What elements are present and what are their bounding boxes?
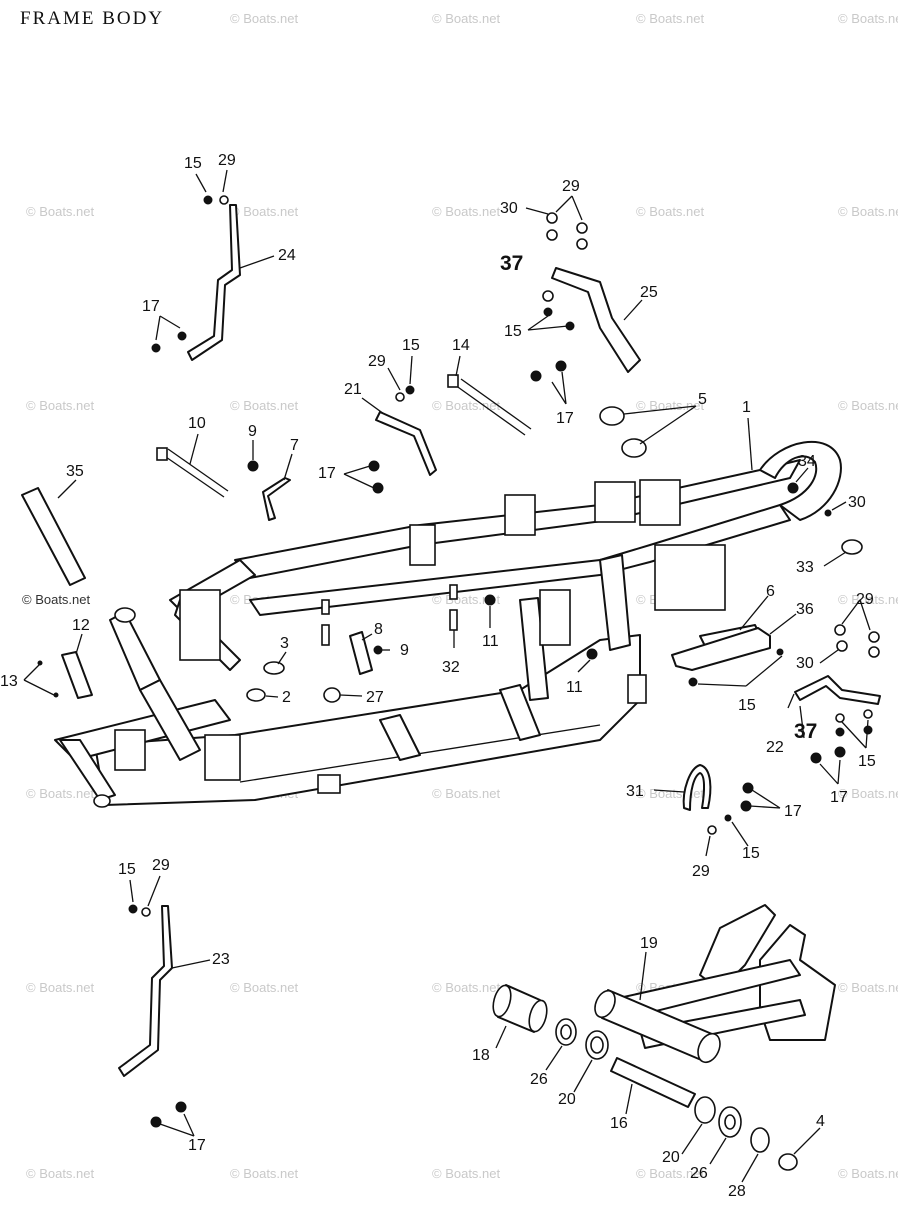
callout-label: 20 [558, 1091, 576, 1108]
callout-label: 29 [218, 152, 236, 169]
watermark: © Boats.net [230, 204, 299, 219]
watermark: © Boats.net [636, 11, 705, 26]
callout-label: 37 [500, 252, 523, 275]
callout-label: 29 [562, 178, 580, 195]
watermarks: © Boats.net © Boats.net © Boats.net © Bo… [22, 11, 898, 1181]
watermark: © Boats.net [22, 592, 91, 607]
watermark: © Boats.net [636, 398, 705, 413]
watermark: © Boats.net [432, 980, 501, 995]
callout-label: 17 [784, 803, 802, 820]
callout-label: 32 [442, 659, 460, 676]
callout-label: 30 [500, 200, 518, 217]
callout-label: 11 [482, 633, 499, 650]
watermark: © Boats.net [838, 786, 898, 801]
watermark: © Boats.net [26, 786, 95, 801]
callout-label: 22 [766, 739, 784, 756]
watermark: © Boats.net [432, 204, 501, 219]
callout-label: 24 [278, 247, 296, 264]
watermark: © Boats.net [432, 398, 501, 413]
callout-label: 15 [742, 845, 760, 862]
callout-label: 7 [290, 437, 299, 454]
watermark: © Boats.net [230, 1166, 299, 1181]
callout-label: 23 [212, 951, 230, 968]
callout-label: 34 [798, 453, 816, 470]
callout-label: 15 [738, 697, 756, 714]
watermark: © Boats.net [838, 592, 898, 607]
watermark: © Boats.net [838, 11, 898, 26]
callout-label: 36 [796, 601, 814, 618]
watermark: © Boats.net [838, 204, 898, 219]
callout-label: 5 [698, 391, 707, 408]
watermark: © Boats.net [838, 1166, 898, 1181]
callout-label: 15 [858, 753, 876, 770]
watermark: © Boats.net [432, 592, 501, 607]
callout-label: 28 [728, 1183, 746, 1200]
callout-label: 15 [504, 323, 522, 340]
callout-label: 19 [640, 935, 658, 952]
watermark: © Boats.net [432, 1166, 501, 1181]
callout-label: 11 [566, 679, 583, 696]
callout-label: 30 [796, 655, 814, 672]
swing-arm [492, 904, 836, 1171]
callout-label: 14 [452, 337, 470, 354]
callout-label: 18 [472, 1047, 490, 1064]
callout-label: 37 [794, 720, 817, 743]
watermark: © Boats.net [26, 980, 95, 995]
callout-label: 15 [184, 155, 202, 172]
watermark: © Boats.net [636, 1166, 705, 1181]
callout-label: 15 [118, 861, 136, 878]
callout-label: 26 [690, 1165, 708, 1182]
callout-label: 35 [66, 463, 84, 480]
callout-label: 8 [374, 621, 383, 638]
callout-label: 31 [626, 783, 644, 800]
callout-label: 3 [280, 635, 289, 652]
leader-lines [23, 169, 871, 1183]
watermark: © Boats.net [230, 980, 299, 995]
callout-label: 10 [188, 415, 206, 432]
callout-label: 29 [368, 353, 386, 370]
watermark: © Boats.net [432, 786, 501, 801]
watermark: © Boats.net [636, 786, 705, 801]
callout-label: 17 [556, 410, 574, 427]
callout-label: 30 [848, 494, 866, 511]
callout-label: 4 [816, 1113, 825, 1130]
page-title: FRAME BODY [20, 8, 165, 29]
callout-label: 21 [344, 381, 362, 398]
watermark: © Boats.net [26, 1166, 95, 1181]
callout-label: 29 [692, 863, 710, 880]
watermark: © Boats.net [230, 11, 299, 26]
callout-label: 1 [742, 399, 751, 416]
watermark: © Boats.net [26, 204, 95, 219]
callout-label: 29 [152, 857, 170, 874]
watermark: © Boats.net [230, 398, 299, 413]
watermark: © Boats.net [26, 398, 95, 413]
watermark: © Boats.net [432, 11, 501, 26]
callout-label: 33 [796, 559, 814, 576]
callout-label: 15 [402, 337, 420, 354]
callout-label: 9 [248, 423, 257, 440]
callout-label: 17 [830, 789, 848, 806]
callout-label: 17 [188, 1137, 206, 1154]
watermark: © Boats.net [838, 980, 898, 995]
callout-label: 13 [0, 673, 18, 690]
callout-label: 29 [856, 591, 874, 608]
callout-label: 9 [400, 642, 409, 659]
callout-label: 6 [766, 583, 775, 600]
callout-label: 26 [530, 1071, 548, 1088]
main-frame [54, 441, 842, 808]
callout-label: 17 [318, 465, 336, 482]
small-parts [21, 195, 881, 1128]
watermark: © Boats.net [636, 204, 705, 219]
watermark: © Boats.net [838, 398, 898, 413]
callout-label: 20 [662, 1149, 680, 1166]
callout-label: 12 [72, 617, 90, 634]
callout-label: 2 [282, 689, 291, 706]
callout-label: 17 [142, 298, 160, 315]
callout-label: 16 [610, 1115, 628, 1132]
callout-label: 25 [640, 284, 658, 301]
callout-labels: 15 29 24 17 30 29 37 25 15 17 5 1 29 15 … [0, 152, 876, 1200]
callout-label: 27 [366, 689, 384, 706]
